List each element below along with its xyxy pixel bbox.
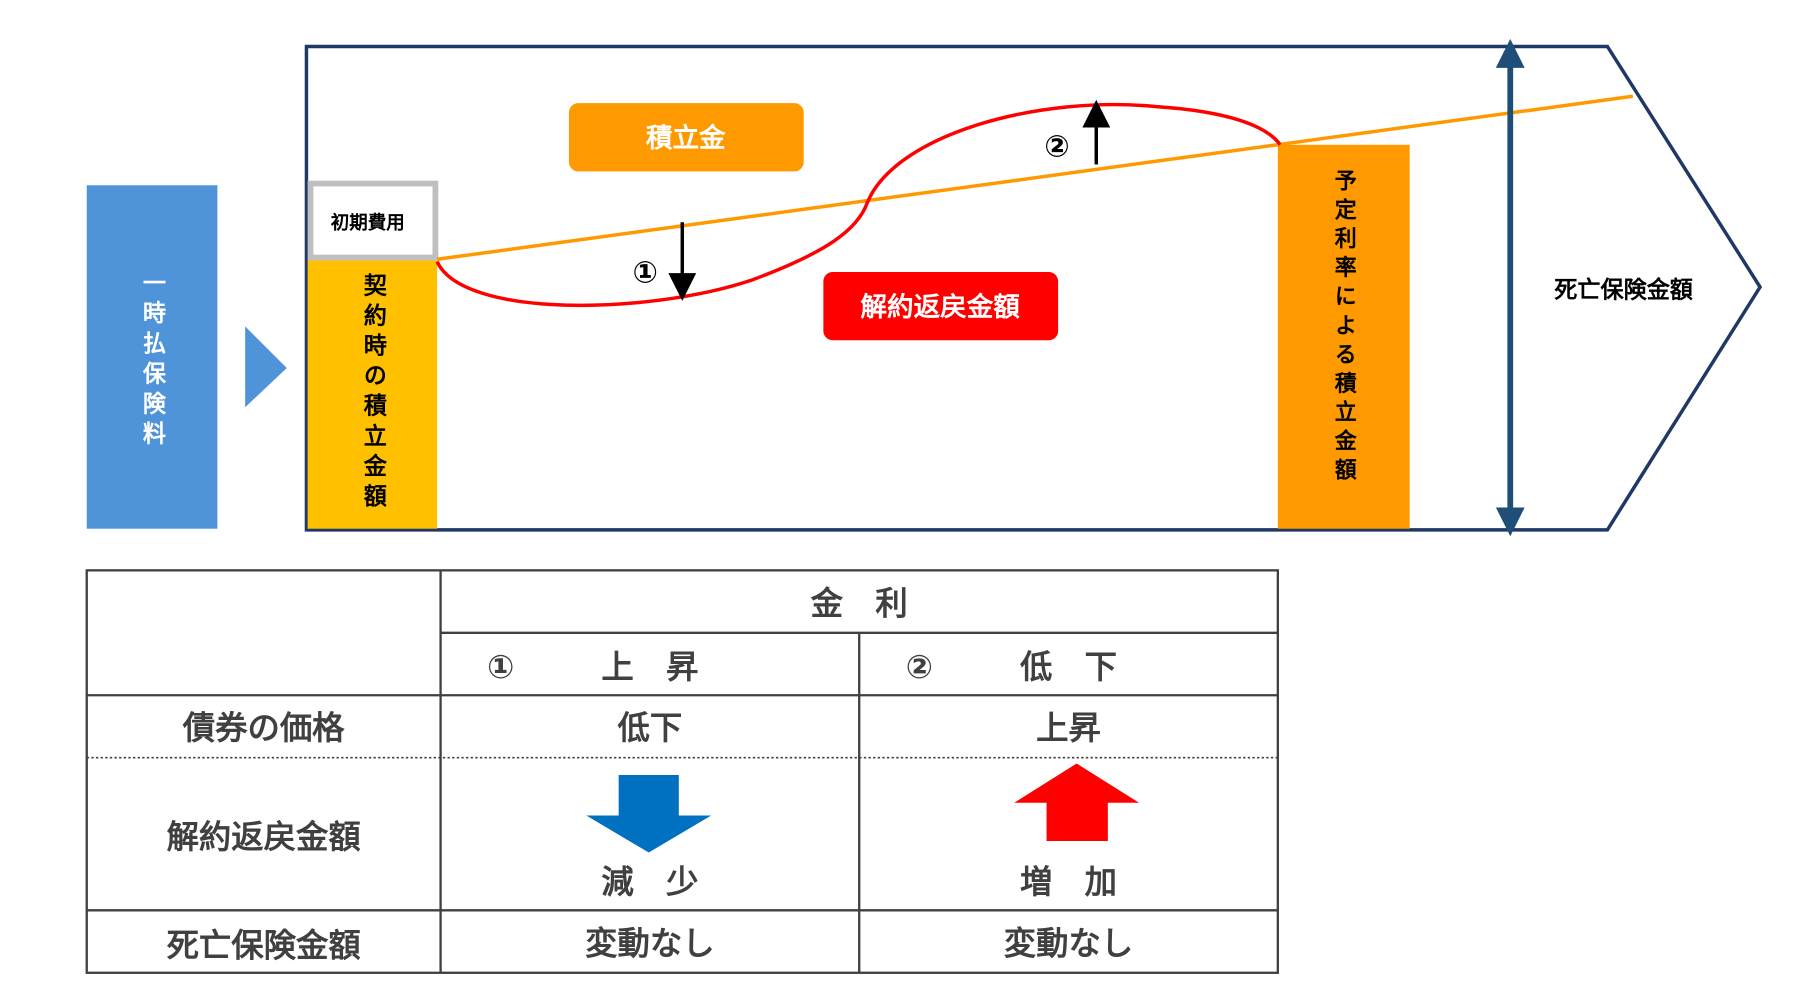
- col2-header-fall: 低 下: [1019, 648, 1117, 686]
- lump-sum-premium-label: 一時払保険料: [138, 271, 166, 451]
- col2-marker: ②: [906, 648, 933, 686]
- surrender-value-curve: [435, 102, 1282, 308]
- surrender-value-col2: 増 加: [1020, 863, 1117, 901]
- death-benefit-col2: 変動なし: [1004, 924, 1133, 962]
- reserve-badge: 積立金: [568, 103, 804, 172]
- marker-1: ①: [633, 255, 658, 290]
- surrender-value-badge: 解約返戻金額: [823, 272, 1059, 341]
- flow-arrow-icon: [245, 326, 287, 408]
- table-header-interest-rate: 金 利: [810, 584, 908, 622]
- death-benefit-label: 死亡保険金額: [1554, 276, 1693, 303]
- bond-price-col2: 上昇: [1036, 709, 1101, 747]
- initial-cost-label: 初期費用: [331, 212, 405, 234]
- lump-sum-premium-box: 一時払保険料: [86, 185, 218, 529]
- increase-arrow-icon: [1014, 763, 1140, 841]
- reserve-by-assumed-rate-bar: 予定利率による積立金額: [1277, 144, 1410, 529]
- bond-price-col1: 低下: [617, 709, 683, 747]
- decrease-arrow-icon: [586, 775, 712, 853]
- marker-2: ②: [1044, 129, 1069, 164]
- interest-rate-effect-table: [85, 569, 1279, 974]
- initial-cost-box: 初期費用: [307, 180, 439, 261]
- reserve-by-assumed-rate-label: 予定利率による積立金額: [1331, 169, 1357, 487]
- row-label-bond-price: 債券の価格: [182, 709, 345, 747]
- death-benefit-col1: 変動なし: [585, 924, 714, 962]
- row-label-death-benefit: 死亡保険金額: [167, 927, 361, 965]
- reserve-badge-label: 積立金: [646, 123, 726, 154]
- reserve-at-contract-label: 契約時の積立金額: [359, 273, 388, 513]
- reserve-at-contract-bar: 契約時の積立金額: [307, 260, 438, 529]
- surrender-value-badge-label: 解約返戻金額: [860, 292, 1020, 323]
- surrender-value-col1: 減 少: [601, 863, 698, 901]
- col1-header-rise: 上 昇: [601, 648, 698, 686]
- row-label-surrender-value: 解約返戻金額: [167, 818, 361, 856]
- reserve-line: [436, 94, 1634, 261]
- col1-marker: ①: [487, 648, 514, 686]
